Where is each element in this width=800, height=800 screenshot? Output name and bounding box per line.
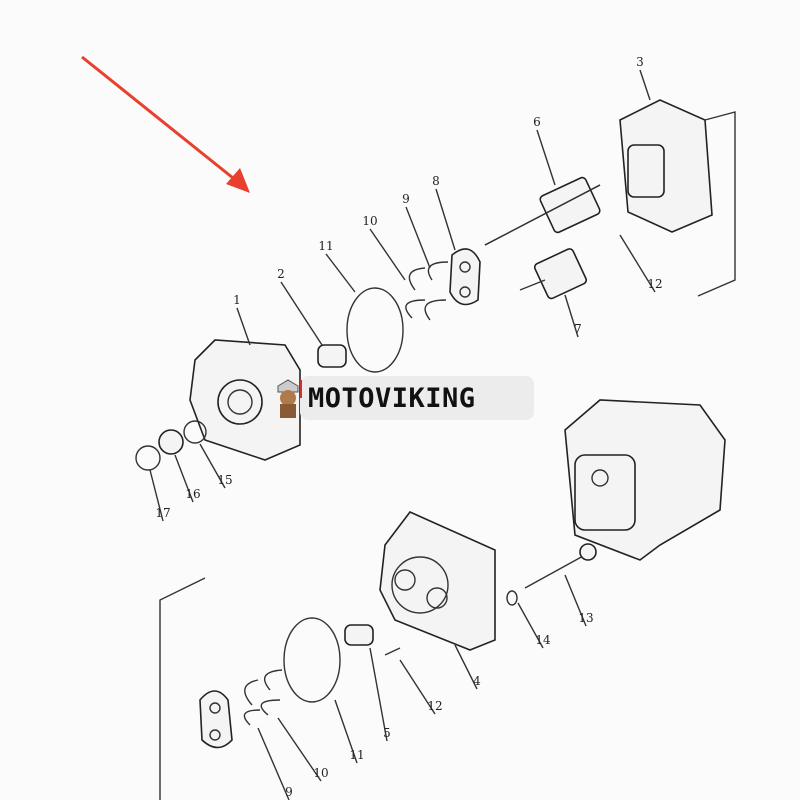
bushing-2 — [317, 344, 347, 368]
callout-11b: 11 — [349, 748, 364, 762]
leader-line-2 — [280, 281, 323, 346]
callout-12a: 12 — [647, 277, 662, 291]
assembled-pump — [564, 399, 726, 561]
leader-line-12b — [399, 659, 436, 715]
viking-mascot-icon — [277, 379, 302, 418]
callout-16: 16 — [185, 487, 200, 501]
clip-rings-9-10 — [405, 261, 449, 321]
leader-line-5 — [369, 647, 388, 742]
snap-ring-17 — [135, 445, 161, 471]
leader-line-15 — [199, 443, 226, 489]
callout-13: 13 — [578, 611, 593, 625]
callout-3: 3 — [636, 55, 644, 69]
callout-10a: 10 — [362, 214, 377, 228]
leader-line-9b — [257, 727, 290, 800]
pin-12 — [384, 647, 401, 656]
leader-line-13 — [564, 574, 587, 627]
driven-gear-7 — [519, 248, 588, 300]
watermark-banner — [300, 376, 534, 420]
leader-line-7 — [564, 294, 579, 338]
leader-line-10a — [369, 228, 406, 281]
seal-15 — [183, 420, 207, 444]
callout-leaders — [149, 69, 656, 800]
drive-gear-6 — [484, 176, 601, 246]
plate-lower — [199, 690, 233, 749]
callout-9a: 9 — [402, 192, 410, 206]
callout-11a: 11 — [318, 239, 333, 253]
oil-seal-16 — [158, 429, 184, 455]
callout-15: 15 — [217, 473, 232, 487]
red-arrow-icon — [81, 55, 250, 193]
cover-1 — [189, 339, 301, 461]
leader-line-11b — [334, 699, 358, 764]
o-ring-11 — [346, 287, 404, 373]
leader-line-4 — [454, 644, 478, 690]
leader-line-3 — [639, 69, 651, 101]
watermark-text: MOTOVIKING — [308, 382, 476, 414]
leader-line-14 — [517, 602, 544, 649]
callout-2: 2 — [277, 267, 285, 281]
leader-line-8 — [435, 188, 456, 251]
o-ring-11-lower — [283, 617, 341, 703]
washer-14 — [506, 590, 518, 606]
callout-5: 5 — [383, 726, 391, 740]
clip-rings-lower — [243, 669, 283, 726]
leader-line-6 — [536, 129, 556, 186]
callout-7: 7 — [574, 322, 582, 336]
callout-8: 8 — [432, 174, 440, 188]
callout-9b: 9 — [285, 785, 293, 799]
leader-line-1 — [236, 307, 251, 346]
leader-line-10b — [277, 717, 322, 782]
leader-line-9a — [405, 206, 431, 269]
bolt-13 — [524, 543, 597, 589]
callout-6: 6 — [533, 115, 541, 129]
callout-1: 1 — [233, 293, 241, 307]
callout-17: 17 — [155, 506, 170, 520]
pump-body-3 — [619, 99, 736, 297]
callout-12b: 12 — [427, 699, 442, 713]
callout-10b: 10 — [313, 766, 328, 780]
callout-4: 4 — [473, 674, 481, 688]
leader-line-16 — [174, 454, 194, 503]
leader-line-12a — [619, 234, 656, 293]
plate-8 — [449, 248, 481, 306]
pump-body-4 — [379, 511, 496, 651]
leader-line-11a — [325, 253, 356, 293]
leader-line-17 — [149, 469, 164, 522]
bushing-5 — [344, 624, 374, 646]
callout-14: 14 — [535, 633, 551, 647]
